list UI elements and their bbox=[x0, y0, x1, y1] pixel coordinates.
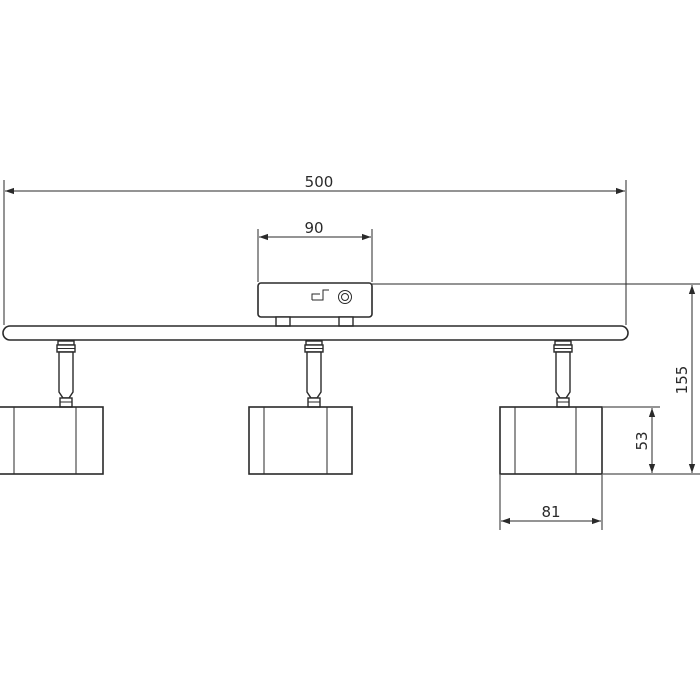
head-width-label: 81 bbox=[541, 503, 560, 521]
head-height-label: 53 bbox=[633, 431, 651, 450]
overall-height-label: 155 bbox=[673, 366, 691, 395]
mounting-bar bbox=[2, 325, 629, 341]
mounting-box bbox=[257, 282, 373, 327]
dimension-mount-width: 90 bbox=[257, 219, 373, 282]
overall-width-label: 500 bbox=[305, 173, 334, 191]
dimension-head-width: 81 bbox=[499, 475, 603, 530]
spotlight-head-center bbox=[248, 340, 353, 475]
spotlight-head-right bbox=[499, 340, 603, 475]
spotlight-head-left bbox=[0, 340, 104, 475]
dimension-overall-width: 500 bbox=[3, 173, 627, 325]
mount-width-label: 90 bbox=[304, 219, 323, 237]
dimension-head-height: 53 bbox=[603, 406, 660, 473]
dimension-overall-height: 155 bbox=[372, 283, 700, 475]
